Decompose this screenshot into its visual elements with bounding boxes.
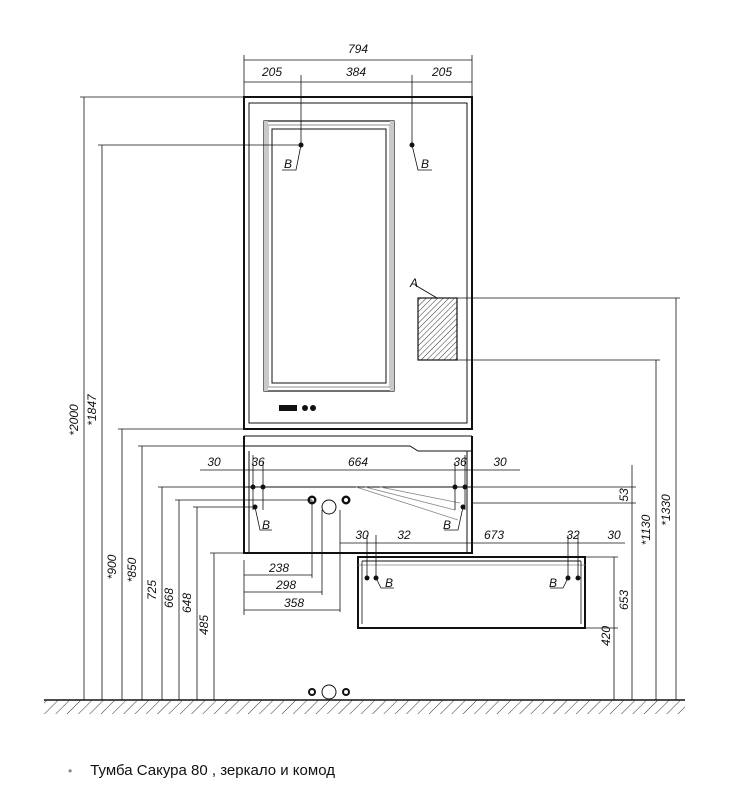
dim-drawer-right-inner: 32 [566,528,580,542]
dim-pipe-358: 358 [284,596,304,610]
dim-top-left-inner: 36 [251,455,265,469]
dim-left: 205 [261,65,282,79]
caption-text: Тумба Сакура 80 , зеркало и комод [90,762,335,779]
dim-h1130: *1130 [639,514,653,545]
top-dimension-lines [243,55,473,145]
mark-b-mirror-right: B [421,157,429,171]
dim-top-left-offset: 30 [207,455,221,469]
dim-total: 794 [348,42,368,56]
mark-b-drawer-right: B [549,576,557,590]
dim-h53: 53 [617,488,631,502]
dim-h850: *850 [125,557,139,582]
dim-drawer-left-inner: 32 [397,528,411,542]
dim-h900: *900 [105,554,119,579]
dim-pipe-298: 298 [275,578,296,592]
mark-b-drawer-left: B [385,576,393,590]
mark-b-vanity-right: B [443,518,451,532]
dim-top-right-inner: 36 [453,455,467,469]
mark-labels: B B A B B B B [262,157,557,590]
inner-dimension-lines [200,455,625,578]
mark-a-socket: A [409,276,418,290]
mark-b-mirror-left: B [284,157,292,171]
caption-bullet: • [68,764,73,778]
dim-h668: 668 [162,588,176,608]
mark-leaders [254,144,569,589]
drawer-unit [357,556,586,629]
dim-h485: 485 [197,615,211,635]
dim-h420: 420 [599,626,613,646]
left-dimension-lines [80,96,358,700]
mounting-points [250,142,581,581]
socket-zone [414,284,458,361]
dim-h1330: *1330 [659,494,673,526]
dim-h648: 648 [180,593,194,613]
mirror-cabinet [243,96,473,437]
dim-h653: 653 [617,590,631,610]
floor [44,684,685,714]
right-dimension-lines [457,297,680,700]
dim-drawer-span: 673 [484,528,504,542]
mark-b-vanity-left: B [262,518,270,532]
dimension-labels: 794 205 384 205 30 36 664 36 30 30 32 67… [67,42,673,646]
dim-top-span: 664 [348,455,368,469]
dim-pipe-238: 238 [268,561,289,575]
dim-top-right-offset: 30 [493,455,507,469]
caption: • Тумба Сакура 80 , зеркало и комод [68,762,335,779]
dim-middle: 384 [346,65,366,79]
dim-h725: 725 [145,580,159,600]
dim-right: 205 [431,65,452,79]
dim-drawer-right-offset: 30 [607,528,621,542]
dim-drawer-left-offset: 30 [355,528,369,542]
dim-h2000: *2000 [67,404,81,436]
dim-h1847: *1847 [85,393,99,426]
